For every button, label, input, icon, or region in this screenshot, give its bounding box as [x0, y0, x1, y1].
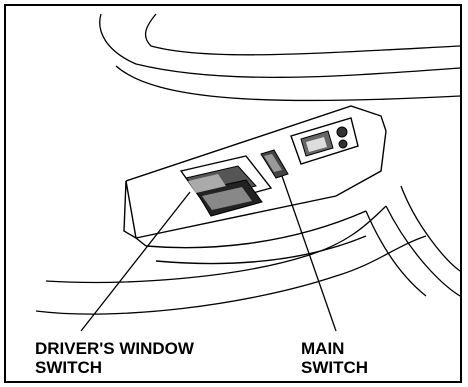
main-label-line2: SWITCH — [301, 358, 368, 377]
driver-label-line1: DRIVER'S WINDOW — [35, 339, 194, 358]
main-switch-graphic — [261, 150, 288, 178]
upper-trim-lines — [100, 14, 460, 101]
driver-switch-housing — [181, 156, 271, 216]
main-switch-leader — [282, 176, 336, 331]
driver-switch-leader — [81, 192, 190, 331]
main-label-line1: MAIN — [301, 339, 344, 358]
door-panel-illustration — [6, 6, 460, 381]
mirror-control-graphic — [291, 118, 358, 164]
driver-label-line2: SWITCH — [35, 358, 102, 377]
